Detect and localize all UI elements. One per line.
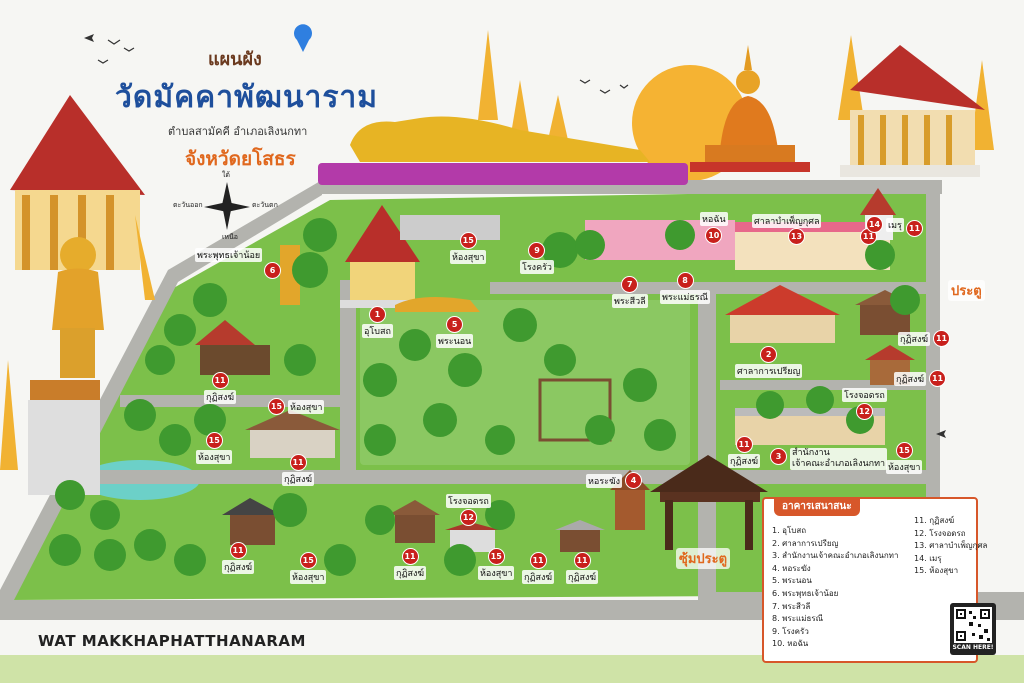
legend-title: อาคารเสนาสนะ (774, 497, 860, 516)
legend-item: 15. ห้องสุขา (914, 566, 959, 576)
arch-gate-label[interactable]: ซุ้มประตู (676, 548, 731, 569)
right-temple (840, 45, 985, 177)
compass-west: ตะวันออก (173, 201, 203, 209)
legend-item: 10. หอฉัน (772, 639, 809, 649)
legend-item: 13. ศาลาบำเพ็ญกุศล (914, 541, 988, 551)
legend-item: 9. โรงครัว (772, 626, 809, 636)
legend-item: 11. กุฏิสงฆ์ (914, 516, 955, 525)
location-subtitle: ตำบลสามัคคี อำเภอเลิงนกทา (168, 125, 308, 138)
pagoda-silhouettes (0, 30, 994, 470)
location-pin-icon (294, 24, 312, 52)
legend-item: 2. ศาลาการเปรียญ (772, 538, 839, 548)
plane-icon (84, 34, 94, 42)
reclining-buddha-platform (318, 163, 688, 185)
map-label-num-6[interactable]: 6 (264, 262, 281, 279)
left-temple (10, 95, 155, 300)
legend-item: 5. พระนอน (772, 576, 812, 586)
plane-icon (936, 430, 946, 438)
reclining-buddha (350, 116, 650, 162)
seated-buddha (690, 45, 810, 172)
legend-item: 7. พระสีวลี (772, 601, 811, 611)
ubosot-building (340, 205, 425, 308)
trees (49, 218, 920, 576)
qr-scan-label: SCAN HERE! (952, 644, 994, 651)
legend-list-col1: 1. อุโบสถ 2. ศาลาการเปรียญ 3. สำนักงานเจ… (772, 525, 898, 651)
legend-item: 1. อุโบสถ (772, 526, 807, 535)
east-gate-label[interactable]: ประตู (948, 280, 985, 301)
legend-list-col2: 11. กุฏิสงฆ์ 12. โรงจอดรถ 13. ศาลาบำเพ็ญ… (914, 515, 987, 578)
qr-code-icon (954, 607, 992, 643)
small-reclining-buddha (395, 296, 480, 312)
temple-name-title: วัดมัคคาพัฒนาราม (115, 80, 379, 115)
compass-north: ใต้ (222, 171, 230, 179)
province-title: จังหวัดยโสธร (185, 148, 296, 170)
legend-item: 6. พระพุทธเจ้าน้อย (772, 588, 839, 598)
map-label-funeral-hall[interactable]: ศาลาบำเพ็ญกุศล (752, 214, 822, 228)
roads (0, 180, 1024, 620)
map-label-kuti[interactable]: 11 (906, 220, 923, 237)
qr-code[interactable]: SCAN HERE! (950, 603, 996, 655)
map-label-num-13[interactable]: 13 (788, 228, 805, 245)
compass-east: ตะวันตก (252, 201, 278, 209)
child-buddha-statue (28, 237, 104, 495)
legend-item: 3. สำนักงานเจ้าคณะอำเภอเลิงนกทา (772, 551, 899, 561)
compass-rose (204, 182, 250, 230)
legend-item: 12. โรงจอดรถ (914, 528, 966, 538)
birds (97, 39, 629, 94)
map-label-little-buddha[interactable]: พระพุทธเจ้าน้อย (195, 248, 263, 262)
legend-item: 8. พระแม่ธรณี (772, 614, 824, 624)
footer-title: WAT MAKKHAPHATTHANARAM (38, 632, 306, 650)
legend-item: 4. หอระฆัง (772, 563, 811, 573)
compass-south: เหนือ (222, 233, 238, 241)
map-label: แผนผัง (208, 49, 262, 70)
legend-panel: อาคารเสนาสนะ 1. อุโบสถ 2. ศาลาการเปรียญ … (762, 497, 987, 663)
legend-item: 14. เมรุ (914, 553, 942, 563)
